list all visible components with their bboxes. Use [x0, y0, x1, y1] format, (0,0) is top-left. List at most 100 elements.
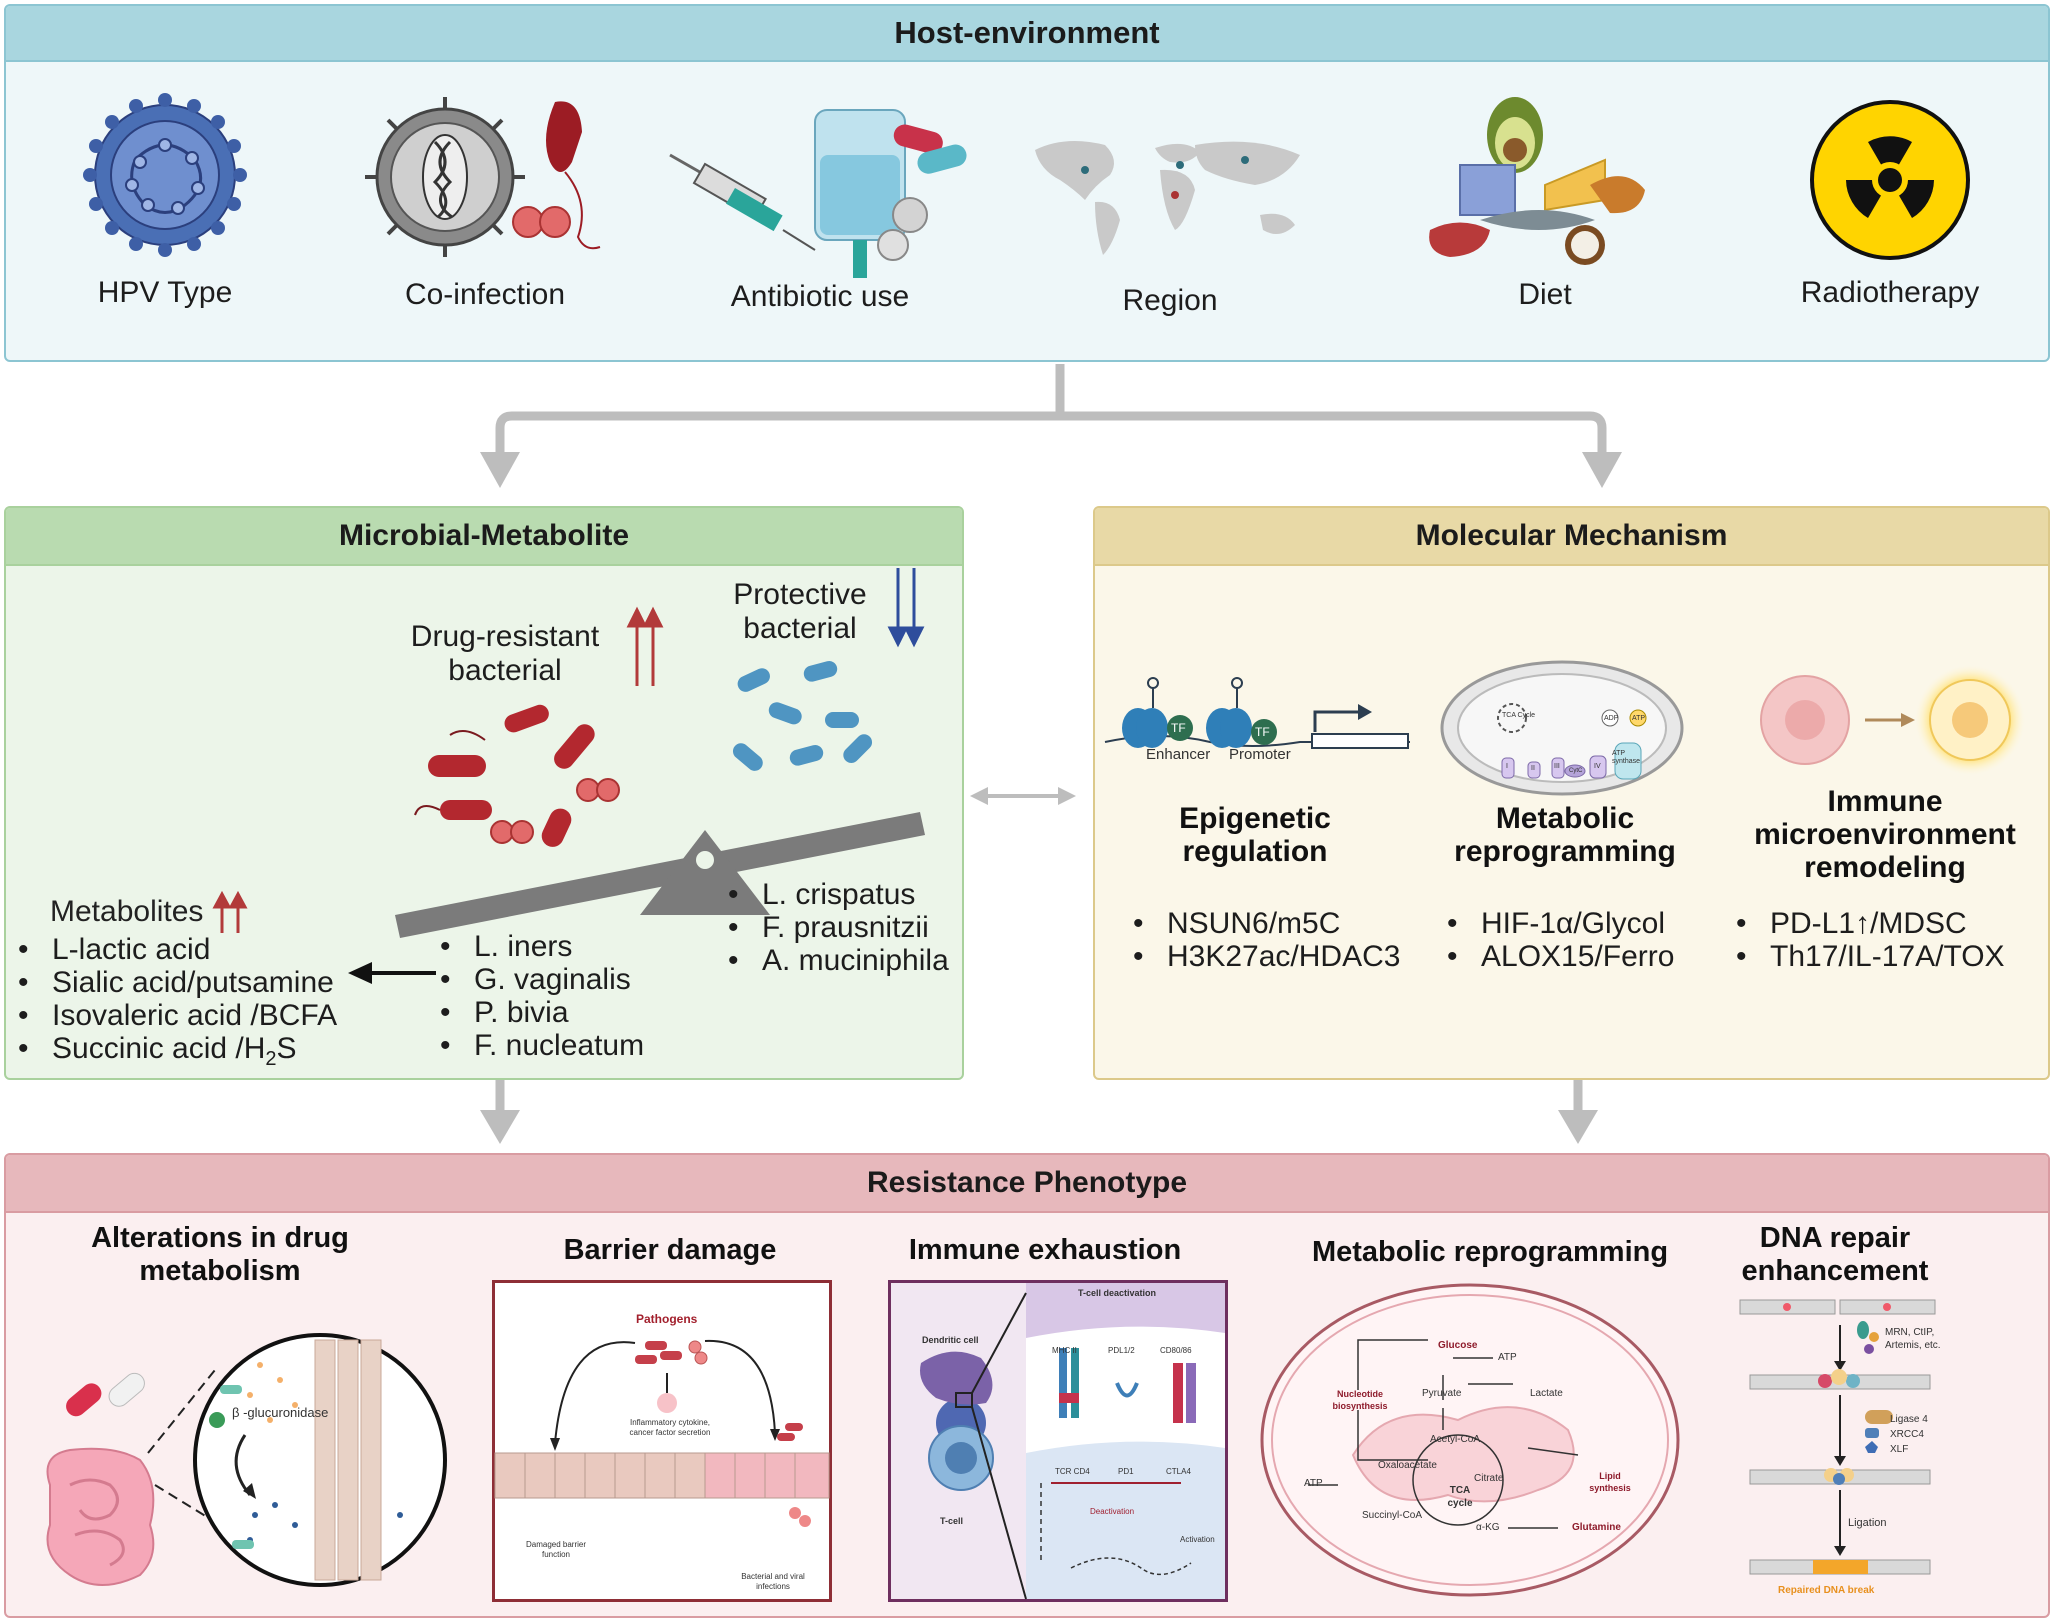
acetyl-coa-label: Acetyl-CoA: [1430, 1434, 1481, 1445]
world-map-icon: [1035, 141, 1300, 255]
glucose-label: Glucose: [1438, 1340, 1478, 1351]
protective-species-list: L. crispatus F. prausnitzii A. muciniphi…: [728, 878, 949, 977]
dna-repair-illustration: [1739, 1299, 1936, 1575]
metabolites-increase-icon: [212, 890, 248, 933]
host-environment-header: Host-environment: [6, 6, 2048, 62]
metabolic-reprogramming-res-title: Metabolic reprogramming: [1311, 1236, 1669, 1268]
enhancer-label: Enhancer: [1146, 746, 1211, 763]
dendritic-cell-label: Dendritic cell: [922, 1335, 979, 1345]
pyruvate-label: Pyruvate: [1422, 1388, 1462, 1399]
ctla4-label: CTLA4: [1166, 1467, 1191, 1476]
host-connector-arrows: [480, 364, 1622, 488]
metabolite-item: L-lactic acid: [18, 933, 337, 966]
mechanism-item: PD-L1↑/MDSC: [1736, 907, 2005, 940]
ligase-factors-label: Ligase 4 XRCC4 XLF: [1890, 1412, 1928, 1457]
immune-cell-transition-icon: [1760, 665, 2025, 775]
species-item: A. muciniphila: [728, 944, 949, 977]
nucleotide-label: Nucleotide biosynthesis: [1332, 1389, 1388, 1411]
mechanism-item: H3K27ac/HDAC3: [1133, 940, 1400, 973]
atp-small-label: ATP: [1632, 715, 1646, 722]
drug-resistant-bacteria-icon: [414, 704, 620, 847]
tcell-deactivation-label: T-cell deactivation: [1078, 1288, 1157, 1298]
cytokine-label: Inflammatory cytokine, cancer factor sec…: [629, 1418, 711, 1437]
tca-cycle-small-label: TCA Cycle: [1502, 712, 1536, 719]
succinyl-coa-label: Succinyl-CoA: [1362, 1510, 1423, 1521]
radiation-icon: [1810, 100, 1970, 260]
host-environment-panel: Host-environment: [4, 4, 2050, 362]
citrate-label: Citrate: [1474, 1473, 1504, 1484]
akg-label: α-KG: [1476, 1522, 1500, 1533]
drug-metabolism-illustration: [46, 1333, 447, 1587]
glutamine-label: Glutamine: [1572, 1522, 1621, 1533]
metabolite-subscript: 2: [265, 1048, 277, 1070]
metabolic-reprogramming-title: Metabolic reprogramming: [1454, 802, 1676, 868]
metabolic-list: HIF-1α/Glycol ALOX15/Ferro: [1447, 907, 1674, 973]
glucuronidase-label: β -glucuronidase: [232, 1405, 329, 1420]
immune-exhaustion-title: Immune exhaustion: [908, 1234, 1182, 1266]
drug-metabolism-title: Alterations in drug metabolism: [91, 1222, 349, 1287]
protective-label: Protective bacterial: [733, 578, 867, 645]
mechanism-item: Th17/IL-17A/TOX: [1736, 940, 2005, 973]
atp-left-label: ATP: [1304, 1478, 1323, 1489]
repaired-dna-label: Repaired DNA break: [1778, 1585, 1875, 1596]
barrier-damage-box: [492, 1280, 832, 1602]
atp-synthase-small-label: ATP synthase: [1612, 750, 1641, 765]
metabolite-item: Succinic acid /H2S: [18, 1032, 337, 1076]
activation-label: Activation: [1180, 1535, 1215, 1544]
ligase-line-3: XLF: [1890, 1444, 1909, 1455]
decrease-arrows-icon: [887, 568, 925, 648]
immune-remodeling-title: Immune microenvironment remodeling: [1754, 785, 2016, 884]
species-item: L. iners: [440, 930, 644, 963]
hpv-virus-icon: [83, 93, 247, 257]
metabolite-output-arrow: [348, 962, 436, 984]
resistance-connector-arrows: [480, 1080, 1598, 1144]
microbial-metabolite-header: Microbial-Metabolite: [6, 508, 962, 566]
diet-food-icon: [1429, 97, 1645, 265]
mhc-label: MHC II: [1052, 1346, 1077, 1355]
region-label: Region: [1122, 284, 1218, 317]
increase-arrows-icon: [626, 606, 664, 686]
immune-exhaustion-illustration: [920, 1283, 1225, 1600]
metabolites-title: Metabolites: [50, 894, 204, 928]
metabolite-item-text: Succinic acid /H: [52, 1032, 266, 1065]
oxaloacetate-label: Oxaloacetate: [1378, 1460, 1437, 1471]
pd1-label: PD1: [1118, 1467, 1134, 1476]
tca-cycle-label: TCA cycle: [1447, 1485, 1473, 1509]
molecular-mechanism-title: Molecular Mechanism: [1415, 519, 1728, 552]
species-item: L. crispatus: [728, 878, 949, 911]
resistant-species-list: L. iners G. vaginalis P. bivia F. nuclea…: [440, 930, 644, 1062]
coinfection-icon: [365, 97, 601, 257]
complex-ii-label: II: [1531, 765, 1535, 772]
deactivation-label: Deactivation: [1090, 1507, 1135, 1516]
ligation-label: Ligation: [1848, 1517, 1887, 1529]
diet-label: Diet: [1518, 278, 1572, 311]
mechanism-item: HIF-1α/Glycol: [1447, 907, 1674, 940]
ligase-line-2: XRCC4: [1890, 1429, 1924, 1440]
microbial-metabolite-title: Microbial-Metabolite: [338, 519, 630, 552]
species-item: F. nucleatum: [440, 1029, 644, 1062]
mechanism-item: NSUN6/m5C: [1133, 907, 1400, 940]
antibiotic-label: Antibiotic use: [730, 280, 910, 313]
atp-top-label: ATP: [1498, 1352, 1517, 1363]
resistance-phenotype-title: Resistance Phenotype: [866, 1166, 1188, 1199]
complex-i-label: I: [1506, 763, 1508, 770]
metabolites-heading: Metabolites: [50, 890, 248, 933]
damaged-barrier-label: Damaged barrier function: [525, 1540, 587, 1559]
adp-small-label: ADP: [1604, 715, 1619, 722]
host-environment-title: Host-environment: [894, 15, 1160, 50]
mitochondrion-icon: [1440, 660, 1684, 796]
cd80-label: CD80/86: [1160, 1346, 1192, 1355]
mrn-line-2: Artemis, etc.: [1885, 1340, 1941, 1351]
tcell-label: T-cell: [940, 1516, 964, 1526]
lactate-label: Lactate: [1530, 1388, 1563, 1399]
complex-iii-label: III: [1554, 763, 1560, 770]
species-item: G. vaginalis: [440, 963, 644, 996]
barrier-damage-illustration: [494, 1339, 830, 1527]
immune-list: PD-L1↑/MDSC Th17/IL-17A/TOX: [1736, 907, 2005, 973]
resistance-phenotype-header: Resistance Phenotype: [6, 1155, 2048, 1213]
mrn-factors-label: MRN, CtIP, Artemis, etc.: [1885, 1326, 1941, 1352]
coinfection-label: Co-infection: [404, 278, 566, 311]
metabolite-item: Isovaleric acid /BCFA: [18, 999, 337, 1032]
cytc-label: CytC: [1569, 768, 1583, 774]
bidirectional-arrow: [970, 787, 1076, 805]
